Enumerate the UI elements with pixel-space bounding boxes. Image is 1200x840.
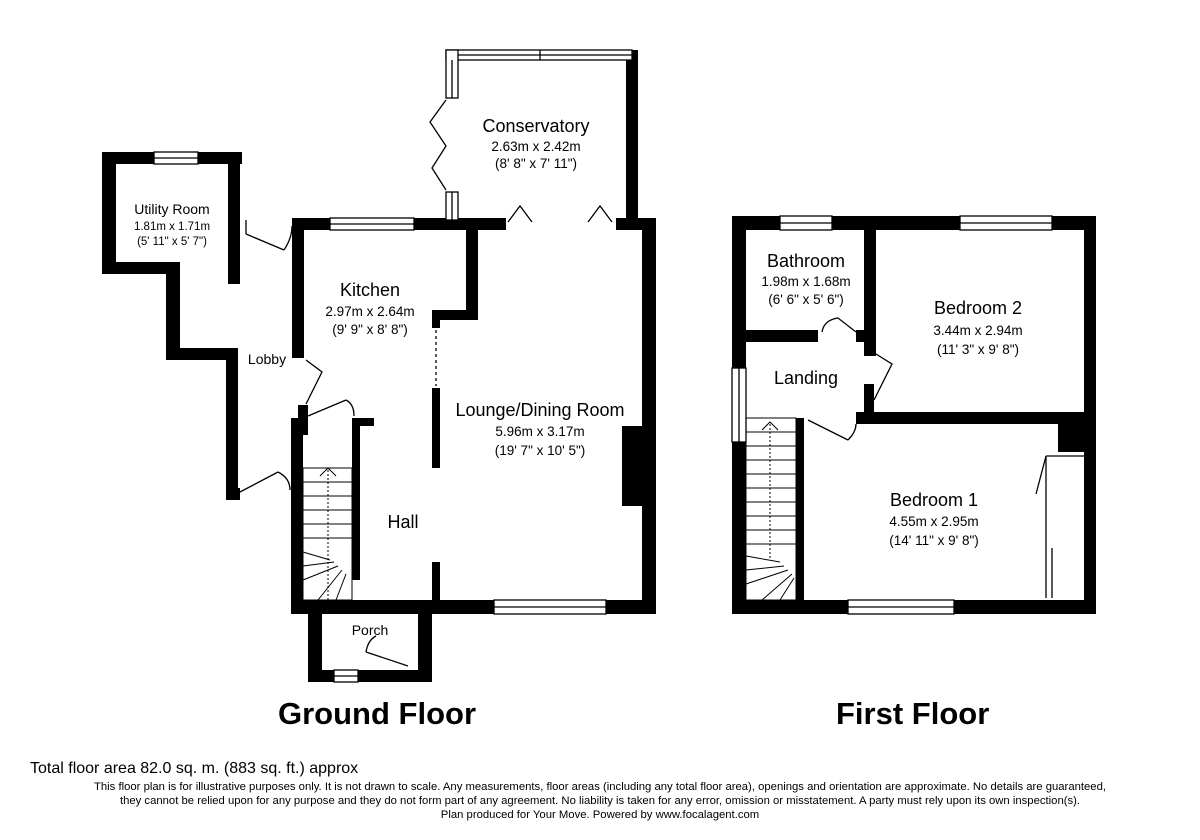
utility-imperial: (5' 11" x 5' 7") <box>137 236 207 248</box>
ground-floor-doors <box>239 99 613 667</box>
first-floor-windows <box>731 215 1053 615</box>
bedroom2-metric: 3.44m x 2.94m <box>933 323 1022 338</box>
bedroom1-metric: 4.55m x 2.95m <box>889 514 978 529</box>
hall-name: Hall <box>387 512 418 532</box>
first-floor-title: First Floor <box>836 696 990 731</box>
first-floor-doors <box>807 317 1084 598</box>
conservatory-imperial: (8' 8" x 7' 11") <box>495 156 577 171</box>
first-floor-labels: Bathroom 1.98m x 1.68m (6' 6" x 5' 6") B… <box>761 251 1022 548</box>
conservatory-metric: 2.63m x 2.42m <box>491 139 580 154</box>
disclaimer-line-2: they cannot be relied upon for any purpo… <box>119 795 1081 807</box>
landing-name: Landing <box>774 368 838 388</box>
bathroom-metric: 1.98m x 1.68m <box>761 274 850 289</box>
ground-floor-labels: Conservatory 2.63m x 2.42m (8' 8" x 7' 1… <box>134 116 625 638</box>
bedroom2-imperial: (11' 3" x 9' 8") <box>937 342 1019 357</box>
first-floor-stairs <box>745 417 797 601</box>
bathroom-name: Bathroom <box>767 251 845 271</box>
lounge-name: Lounge/Dining Room <box>455 400 624 420</box>
kitchen-metric: 2.97m x 2.64m <box>325 304 414 319</box>
lounge-metric: 5.96m x 3.17m <box>495 424 584 439</box>
kitchen-imperial: (9' 9" x 8' 8") <box>332 322 408 337</box>
lounge-imperial: (19' 7" x 10' 5") <box>495 443 586 458</box>
utility-metric: 1.81m x 1.71m <box>134 221 210 233</box>
kitchen-name: Kitchen <box>340 280 400 300</box>
credit-line: Plan produced for Your Move. Powered by … <box>440 809 760 821</box>
utility-name: Utility Room <box>134 201 209 217</box>
bedroom2-name: Bedroom 2 <box>934 298 1022 318</box>
disclaimer: This floor plan is for illustrative purp… <box>0 780 1200 822</box>
bedroom1-name: Bedroom 1 <box>890 490 978 510</box>
ground-floor-windows <box>153 49 633 683</box>
ground-floor-title: Ground Floor <box>278 696 477 731</box>
porch-name: Porch <box>352 622 389 638</box>
conservatory-name: Conservatory <box>482 116 589 136</box>
lobby-name: Lobby <box>248 351 286 367</box>
disclaimer-line-1: This floor plan is for illustrative purp… <box>93 781 1107 793</box>
floor-plan: Conservatory 2.63m x 2.42m (8' 8" x 7' 1… <box>102 49 1096 683</box>
total-floor-area: Total floor area 82.0 sq. m. (883 sq. ft… <box>30 760 359 777</box>
ground-floor-stairs <box>302 467 353 601</box>
bathroom-imperial: (6' 6" x 5' 6") <box>768 292 844 307</box>
bedroom1-imperial: (14' 11" x 9' 8") <box>889 533 979 548</box>
